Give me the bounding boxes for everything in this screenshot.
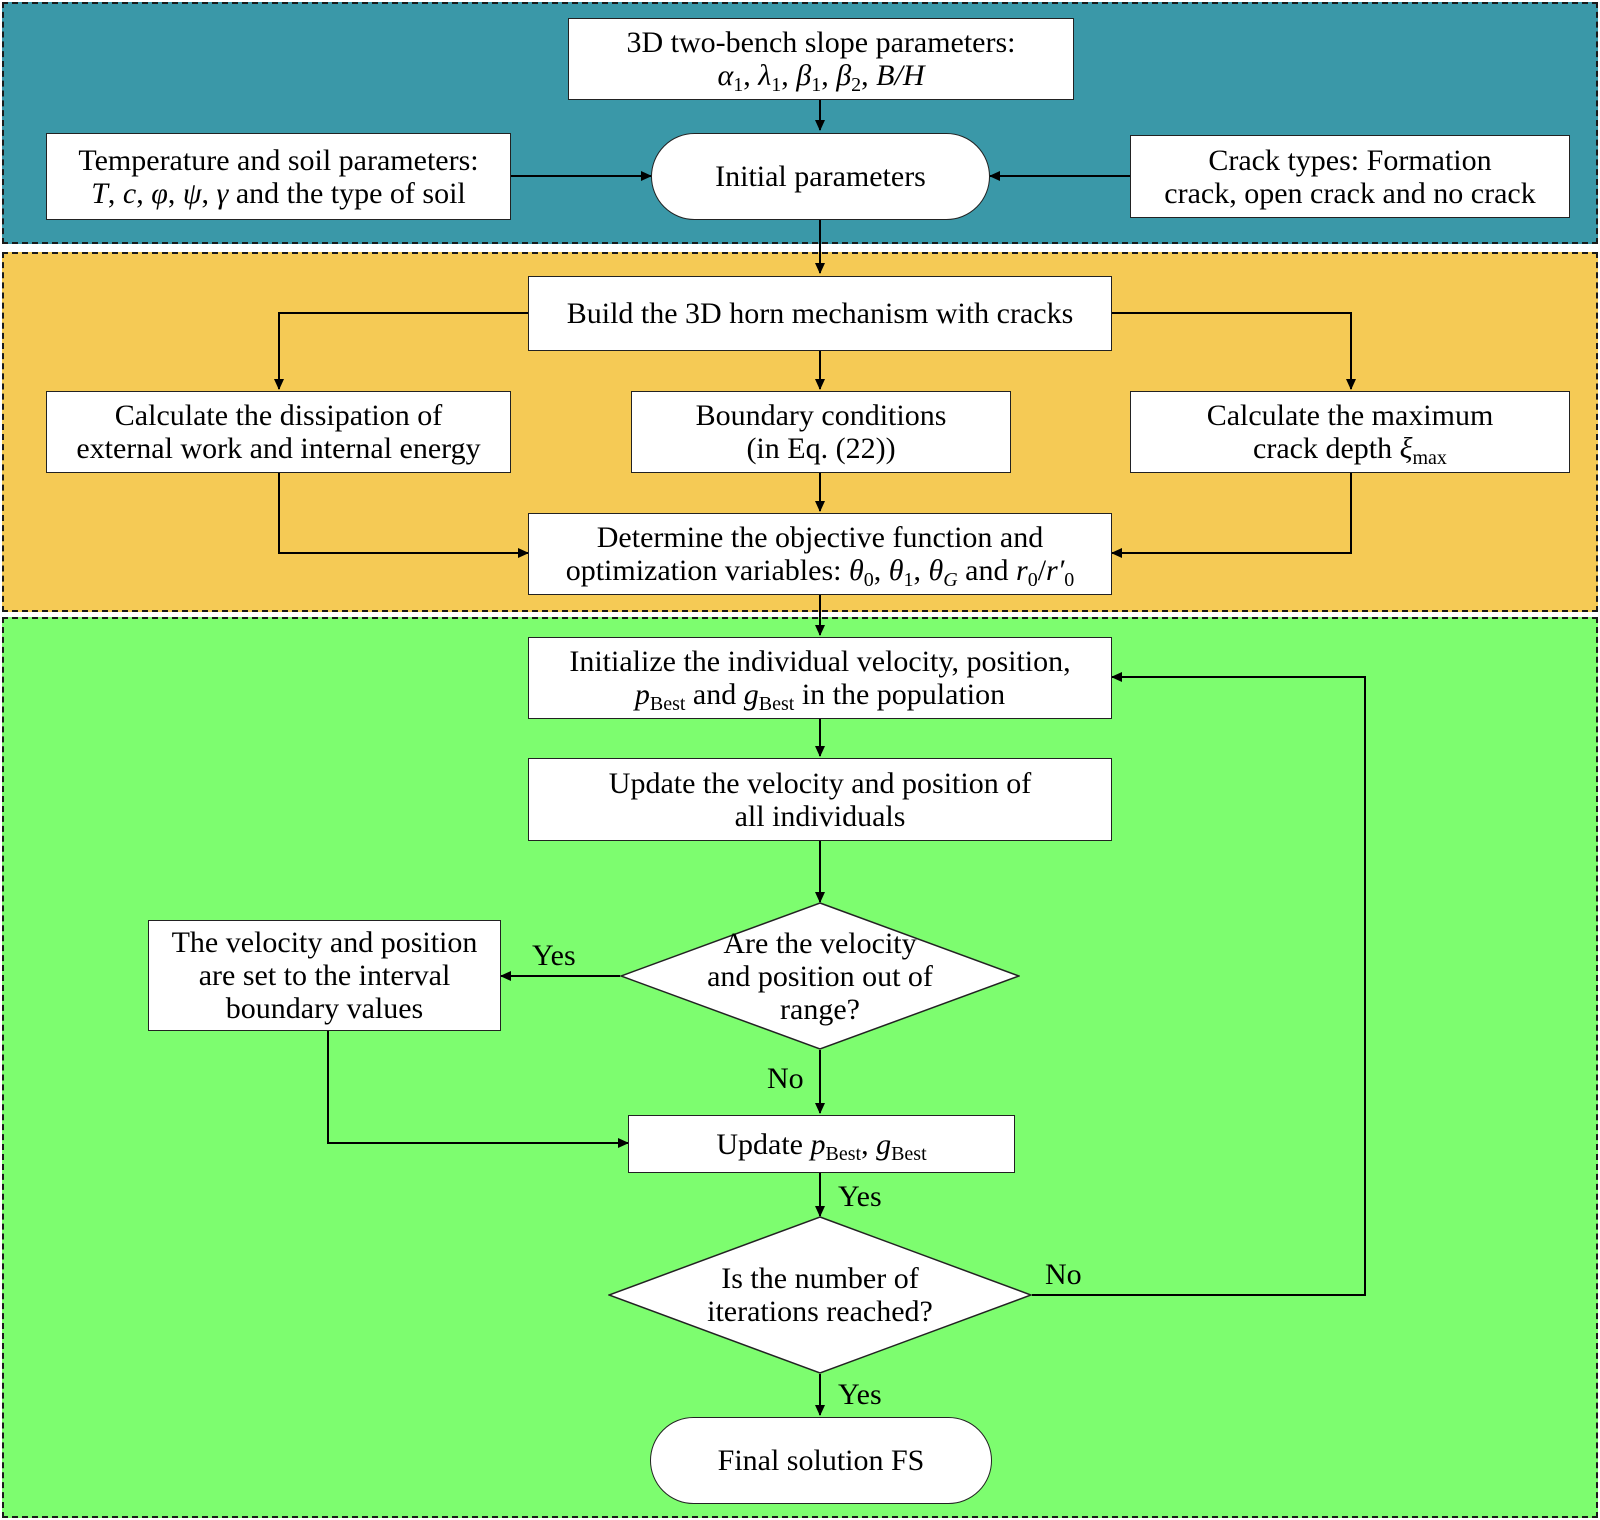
crack-types-line1: Crack types: Formation [1208, 143, 1492, 177]
slope-parameters-title: 3D two-bench slope parameters: [626, 26, 1016, 59]
iterations-line2: iterations reached? [707, 1295, 933, 1328]
edge-label-yes-range: Yes [532, 939, 576, 972]
edge-setboundary-to-updatebest [327, 1031, 629, 1148]
initialize-population-line1: Initialize the individual velocity, posi… [569, 645, 1071, 678]
initialize-population-box: Initialize the individual velocity, posi… [528, 637, 1112, 719]
edge-label-yes-iterations: Yes [838, 1378, 882, 1411]
calculate-dissipation-line2: external work and internal energy [76, 432, 481, 465]
calculate-crack-depth-box: Calculate the maximum crack depth ξmax [1130, 391, 1570, 473]
boundary-conditions-line1: Boundary conditions [695, 399, 947, 432]
calculate-crack-depth-line1: Calculate the maximum [1206, 399, 1494, 432]
final-solution-label: Final solution FS [717, 1444, 925, 1477]
initial-parameters-node: Initial parameters [651, 133, 990, 220]
out-of-range-line3: range? [780, 992, 860, 1026]
update-best-label: Update pBest, gBest [716, 1127, 927, 1165]
update-best-box: Update pBest, gBest [628, 1115, 1015, 1173]
out-of-range-line1: Are the velocity [723, 926, 917, 960]
out-of-range-decision: Are the velocity and position out of ran… [620, 902, 1020, 1050]
iterations-line1: Is the number of [721, 1262, 919, 1295]
edge-crackdepth-to-objective [1111, 473, 1352, 558]
edge-dissipation-to-objective [278, 473, 529, 558]
final-solution-node: Final solution FS [650, 1417, 992, 1504]
set-boundary-values-box: The velocity and position are set to the… [148, 920, 501, 1031]
initial-parameters-label: Initial parameters [715, 160, 926, 193]
edge-build-to-crackdepth [1112, 312, 1356, 390]
iterations-diamond [608, 1216, 1032, 1374]
set-boundary-values-line2: are set to the interval [198, 959, 451, 992]
edge-label-no-range: No [767, 1062, 804, 1095]
temperature-soil-box: Temperature and soil parameters: T, c, φ… [46, 133, 511, 220]
out-of-range-line2: and position out of [707, 959, 933, 993]
boundary-conditions-line2: (in Eq. (22)) [746, 432, 896, 465]
slope-parameters-symbols: α1, λ1, β1, β2, B/H [717, 59, 925, 96]
set-boundary-values-line1: The velocity and position [171, 926, 478, 959]
edge-build-to-dissipation [274, 312, 528, 390]
update-velocity-line2: all individuals [734, 799, 906, 833]
initialize-population-line2: pBest and gBest in the population [634, 678, 1006, 715]
build-horn-mechanism-label: Build the 3D horn mechanism with cracks [566, 297, 1074, 330]
boundary-conditions-box: Boundary conditions (in Eq. (22)) [631, 391, 1011, 473]
build-horn-mechanism-box: Build the 3D horn mechanism with cracks [528, 276, 1112, 351]
temperature-soil-symbols: T, c, φ, ψ, γ and the type of soil [91, 176, 466, 210]
objective-function-line2: optimization variables: θ0, θ1, θG and r… [565, 554, 1075, 591]
update-velocity-box: Update the velocity and position of all … [528, 758, 1112, 841]
slope-parameters-box: 3D two-bench slope parameters: α1, λ1, β… [568, 18, 1074, 100]
iterations-decision: Is the number of iterations reached? [608, 1216, 1032, 1374]
objective-function-box: Determine the objective function and opt… [528, 513, 1112, 595]
objective-function-line1: Determine the objective function and [596, 521, 1044, 554]
out-of-range-diamond [620, 902, 1020, 1050]
edge-label-yes-update: Yes [838, 1180, 882, 1213]
temperature-soil-title: Temperature and soil parameters: [78, 143, 479, 177]
crack-types-box: Crack types: Formation crack, open crack… [1130, 135, 1570, 218]
calculate-dissipation-line1: Calculate the dissipation of [114, 399, 443, 432]
calculate-dissipation-box: Calculate the dissipation of external wo… [46, 391, 511, 473]
set-boundary-values-line3: boundary values [225, 992, 424, 1025]
crack-types-line2: crack, open crack and no crack [1164, 176, 1536, 210]
edge-iterations-no-to-initialize [1032, 672, 1366, 1296]
edge-label-no-iterations: No [1045, 1258, 1082, 1291]
calculate-crack-depth-line2: crack depth ξmax [1253, 432, 1447, 469]
update-velocity-line1: Update the velocity and position of [608, 766, 1032, 800]
